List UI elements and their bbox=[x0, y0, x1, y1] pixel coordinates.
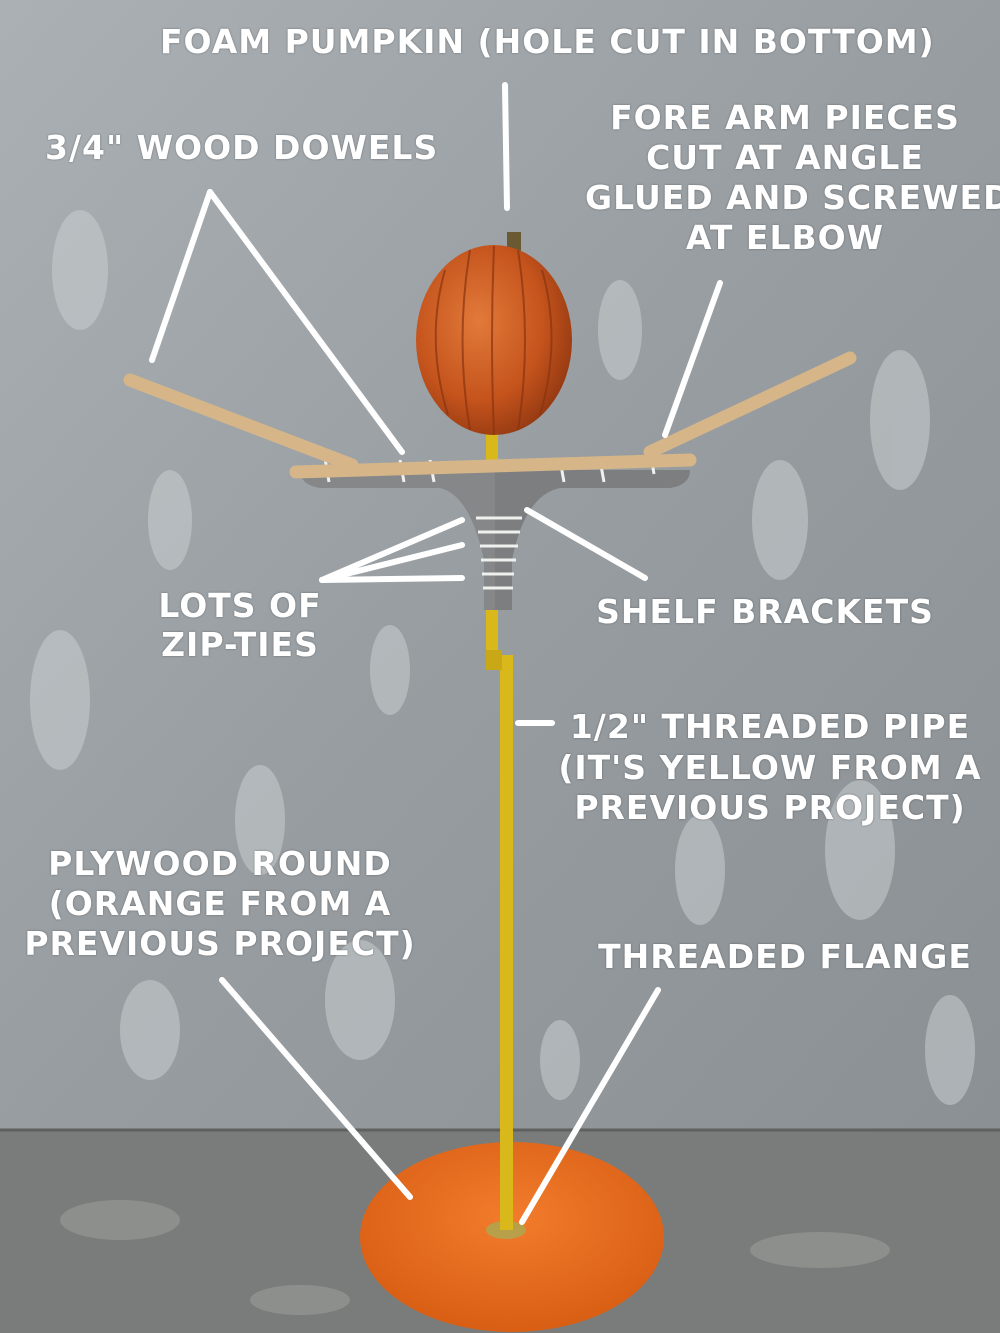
label-foam-pumpkin: Foam Pumpkin (Hole cut in bottom) bbox=[160, 22, 935, 61]
label-zip-ties-line-2: zip-ties bbox=[161, 625, 319, 664]
wood-dowels bbox=[123, 351, 857, 479]
label-plywood-line-1: Plywood Round bbox=[48, 844, 392, 883]
label-pipe-line-1: 1/2" threaded pipe bbox=[569, 707, 971, 746]
label-pipe-line-3: previous project) bbox=[574, 788, 966, 827]
foam-pumpkin bbox=[416, 245, 572, 435]
annotation-lines bbox=[149, 82, 723, 1225]
label-shelf-brackets: Shelf brackets bbox=[596, 592, 934, 631]
label-plywood-line-2: (orange from a bbox=[48, 884, 392, 923]
label-pipe-line-2: (it's yellow from a bbox=[558, 748, 982, 787]
light-patches bbox=[30, 210, 975, 1105]
label-plywood-line-3: previous project) bbox=[24, 924, 416, 963]
label-fore-arm-line-3: glued and screwed bbox=[585, 178, 1000, 217]
shelf-bracket-right bbox=[495, 470, 690, 610]
threaded-pipe bbox=[500, 655, 513, 1230]
shelf-bracket-left bbox=[300, 470, 495, 610]
label-fore-arm-line-2: cut at angle bbox=[646, 138, 924, 177]
label-threaded-flange: Threaded flange bbox=[598, 937, 972, 976]
label-fore-arm-line-4: at elbow bbox=[685, 218, 885, 257]
label-fore-arm-line-1: Fore arm pieces bbox=[610, 98, 960, 137]
label-zip-ties-line-1: Lots of bbox=[158, 586, 322, 625]
label-wood-dowels: 3/4" wood dowels bbox=[45, 128, 439, 167]
